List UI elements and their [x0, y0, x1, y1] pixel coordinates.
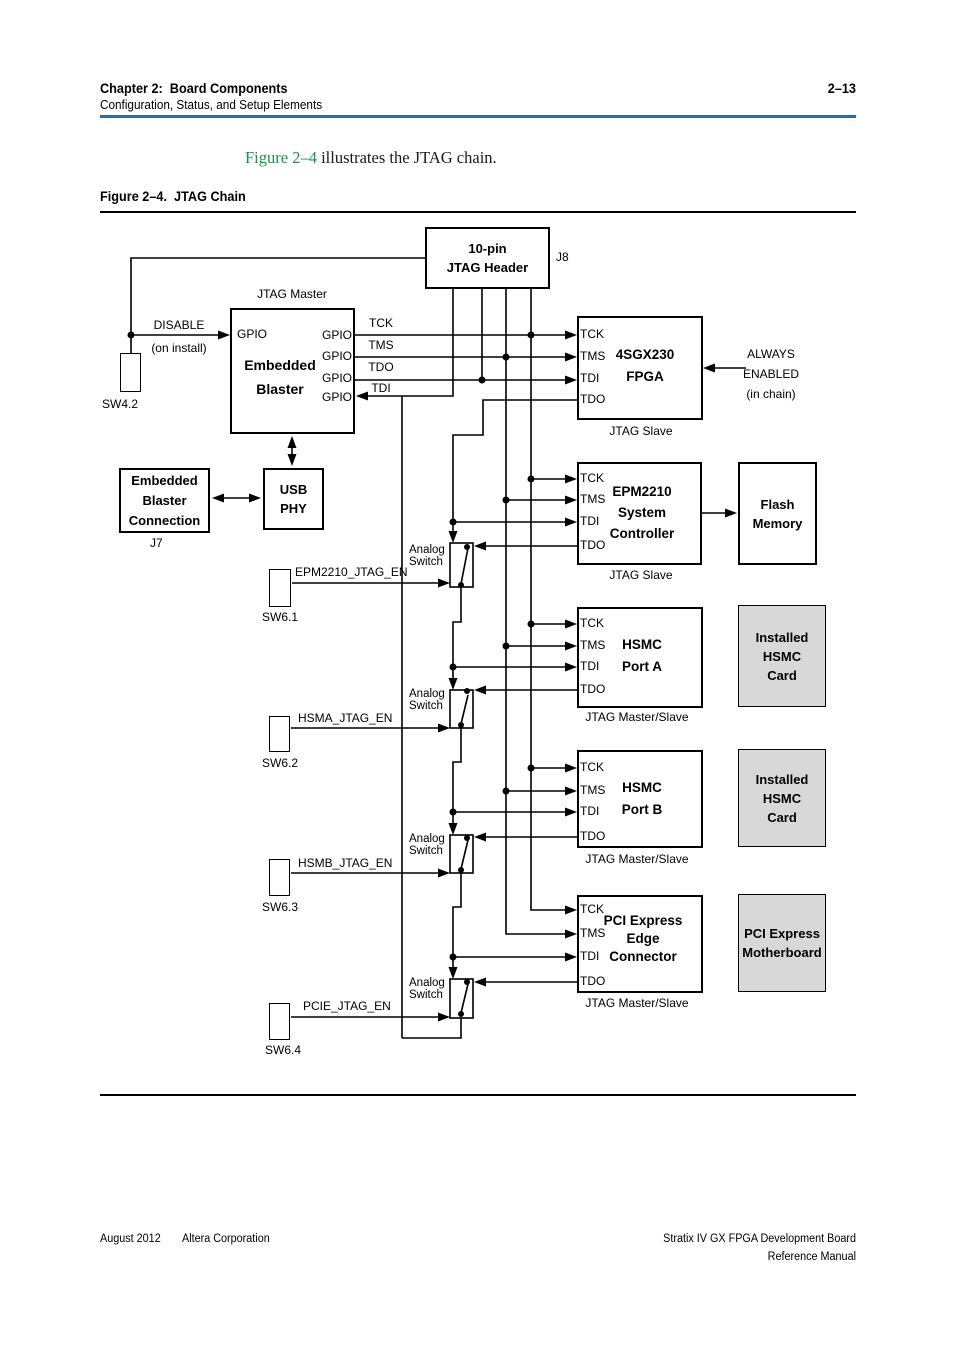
signal-tdi: TDI [371, 381, 391, 395]
footer-date: August 2012 [100, 1233, 161, 1245]
blaster-gpio-3: GPIO [321, 371, 352, 385]
sw64-label: SW6.4 [265, 1043, 302, 1057]
sw42-switch[interactable] [120, 353, 141, 392]
hsmc-b-title: HSMC Port B [621, 780, 663, 817]
signal-tck: TCK [369, 316, 393, 330]
pcie-pin-tck: TCK [580, 902, 604, 916]
arrowheads [212, 330, 737, 1022]
footer-doc-title-1: Stratix IV GX FPGA Development Board [663, 1233, 856, 1245]
hsmc-b-pin-tck: TCK [580, 760, 604, 774]
hsmc-a-role: JTAG Master/Slave [585, 710, 689, 724]
disable-label: DISABLE [153, 318, 205, 332]
hsmc-card-a-box: Installed HSMC Card [738, 605, 826, 707]
header-rule [100, 115, 856, 118]
jtag-master-label: JTAG Master [257, 287, 327, 301]
header-section: Configuration, Status, and Setup Element… [100, 98, 323, 112]
figure-bottom-rule [100, 1094, 856, 1096]
embedded-blaster-title: Embedded Blaster [244, 357, 316, 397]
pcie-enable-label: PCIE_JTAG_EN [303, 999, 391, 1013]
header-chapter: Chapter 2: Board Components [100, 81, 288, 96]
sw63-switch[interactable] [269, 859, 290, 896]
junction-dots [127, 331, 535, 1017]
hsmc-b-pin-tms: TMS [580, 783, 606, 797]
embedded-blaster-box [230, 308, 355, 434]
figure-link[interactable]: Figure 2–4 [245, 148, 317, 167]
always-enabled-note: ALWAYS ENABLED (in chain) [742, 347, 800, 401]
usb-phy-box: USB PHY [263, 468, 324, 530]
hsmc-a-pin-tck: TCK [580, 616, 604, 630]
blaster-gpio-2: GPIO [321, 349, 352, 363]
sw61-label: SW6.1 [262, 610, 299, 624]
epm-enable-label: EPM2210_JTAG_EN [295, 565, 408, 579]
hsmc-a-pin-tdi: TDI [580, 659, 600, 673]
signal-tdo: TDO [368, 360, 394, 374]
fpga-pin-tdi: TDI [580, 371, 600, 385]
hsmc-b-box [577, 750, 703, 848]
pcie-pin-tms: TMS [580, 926, 606, 940]
sw63-label: SW6.3 [262, 900, 299, 914]
signal-tms: TMS [368, 338, 394, 352]
epm-pin-tdo: TDO [580, 538, 606, 552]
fpga-role: JTAG Slave [609, 424, 673, 438]
intro-text: illustrates the JTAG chain. [316, 148, 497, 167]
pcie-pin-tdo: TDO [580, 974, 606, 988]
blaster-gpio-1: GPIO [321, 328, 352, 342]
page-number: 2–13 [827, 81, 856, 96]
hsmc-b-pin-tdo: TDO [580, 829, 606, 843]
intro-sentence: Figure 2–4 illustrates the JTAG chain. [245, 148, 497, 168]
fpga-box [577, 316, 703, 420]
pcie-pin-tdi: TDI [580, 949, 600, 963]
sw61-switch[interactable] [269, 569, 291, 607]
epm2210-box [577, 462, 702, 565]
epm-pin-tdi: TDI [580, 514, 600, 528]
blaster-gpio-4: GPIO [321, 390, 352, 404]
sw62-switch[interactable] [269, 716, 290, 752]
analog-switch-label-1: Analog Switch [409, 544, 445, 568]
hsmc-a-box [577, 607, 703, 708]
caption-rule [100, 211, 856, 213]
j7-ref: J7 [150, 536, 163, 550]
sw62-label: SW6.2 [262, 756, 299, 770]
epm-pin-tms: TMS [580, 492, 606, 506]
epm2210-title: EPM2210 System Controller [609, 484, 675, 541]
blaster-gpio-in: GPIO [237, 327, 268, 341]
flash-memory-box: Flash Memory [738, 462, 817, 565]
fpga-pin-tck: TCK [580, 327, 604, 341]
sw64-switch[interactable] [269, 1003, 290, 1040]
hsmc-b-pin-tdi: TDI [580, 804, 600, 818]
pcie-box [577, 895, 703, 993]
pcie-role: JTAG Master/Slave [585, 996, 689, 1010]
wires-group [130, 257, 746, 1039]
jtag-header-box: 10-pin JTAG Header [425, 227, 550, 289]
fpga-pin-tdo: TDO [580, 392, 606, 406]
footer-company: Altera Corporation [182, 1233, 270, 1245]
hsma-enable-label: HSMA_JTAG_EN [298, 711, 393, 725]
jtag-header-ref: J8 [556, 250, 569, 264]
pcie-title: PCI Express Edge Connector [603, 913, 683, 964]
blaster-connection-box: Embedded Blaster Connection [119, 468, 210, 533]
figure-caption: Figure 2–4. JTAG Chain [100, 189, 246, 204]
footer-doc-title-2: Reference Manual [767, 1251, 856, 1263]
hsmc-a-pin-tdo: TDO [580, 682, 606, 696]
analog-switch-label-4: Analog Switch [409, 977, 445, 1001]
hsmc-a-title: HSMC Port A [622, 637, 662, 674]
on-install-label: (on install) [151, 341, 207, 355]
fpga-title: 4SGX230 FPGA [615, 347, 675, 384]
hsmb-enable-label: HSMB_JTAG_EN [298, 856, 393, 870]
hsmc-a-pin-tms: TMS [580, 638, 606, 652]
analog-switch-label-2: Analog Switch [409, 688, 445, 712]
epm-pin-tck: TCK [580, 471, 604, 485]
hsmc-card-b-box: Installed HSMC Card [738, 749, 826, 847]
fpga-pin-tms: TMS [580, 349, 606, 363]
epm-role: JTAG Slave [609, 568, 673, 582]
hsmc-b-role: JTAG Master/Slave [585, 852, 689, 866]
sw42-label: SW4.2 [102, 397, 139, 411]
analog-switch-label-3: Analog Switch [409, 833, 445, 857]
pcie-motherboard-box: PCI Express Motherboard [738, 894, 826, 992]
